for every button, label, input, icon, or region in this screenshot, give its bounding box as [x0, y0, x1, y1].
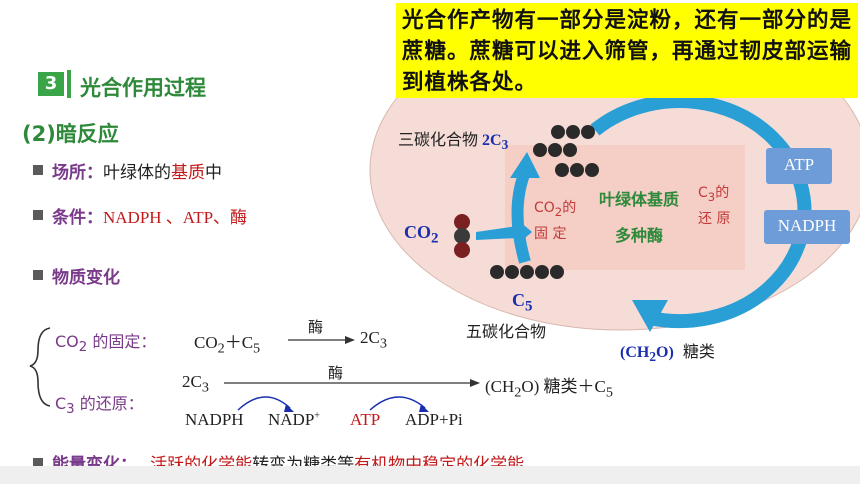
cycle-arrow-head-bottom — [632, 300, 668, 332]
bullet-place — [33, 165, 43, 175]
c5-name: 五碳化合物 — [466, 322, 547, 341]
section-title: 光合作用过程 — [80, 76, 206, 100]
bottom-strip — [0, 466, 860, 484]
subtitle: (2)暗反应 — [22, 122, 119, 146]
atp-box: ATP — [766, 148, 832, 184]
equations-bracket — [29, 327, 51, 407]
nadph-box: NADPH — [764, 210, 850, 244]
fixation-equation-right: 2C3 — [360, 328, 387, 352]
material-label: 物质变化 — [52, 268, 120, 288]
stroma-label: 叶绿体基质 多种酶 — [598, 190, 679, 245]
bullet-conditions — [33, 210, 43, 220]
reduction-nadph: NADPH — [185, 410, 244, 429]
place-text-c: 中 — [205, 163, 222, 183]
fixation-arrow — [511, 169, 531, 264]
note-box: 光合作产物有一部分是淀粉，还有一部分的是蔗糖。蔗糖可以进入筛管，再通过韧皮部运输… — [396, 3, 858, 98]
fixation-label: CO2 的固定： — [55, 332, 157, 356]
reduction-equation-left: 2C3 — [182, 372, 209, 396]
sugar-label: (CH2O) 糖类 — [620, 342, 715, 365]
reduction-label: C3 的还原： — [55, 394, 144, 418]
co2-label: CO2 — [404, 222, 439, 247]
c5-molecules — [490, 265, 564, 279]
reduction-equation-right: (CH2O) 糖类＋C5 — [485, 377, 613, 401]
reduction-diagram-label: C3的 还 原 — [698, 185, 731, 227]
co2-arrow — [476, 220, 532, 244]
reduction-nadp: NADP+ — [268, 410, 320, 429]
section-bar — [67, 70, 71, 98]
place-row: 场所：叶绿体的基质中 — [52, 158, 222, 183]
conditions-value: NADPH 、ATP、酶 — [103, 208, 248, 227]
c3-molecules — [533, 125, 599, 177]
conditions-row: 条件：NADPH 、ATP、酶 — [52, 203, 247, 228]
reduction-adp: ADP+Pi — [405, 410, 463, 429]
stroma-box — [505, 145, 745, 270]
c5-label: C5 — [512, 290, 533, 315]
section-number: 3 — [38, 72, 64, 96]
fixation-diagram-label: CO2的 固 定 — [534, 200, 577, 242]
fixation-enzyme: 酶 — [308, 318, 324, 336]
place-text-a: 叶绿体的 — [103, 163, 171, 183]
conditions-label: 条件： — [52, 208, 103, 228]
reduction-enzyme: 酶 — [328, 364, 344, 382]
reduction-atp: ATP — [350, 410, 381, 429]
co2-molecule — [454, 214, 470, 258]
bullet-material — [33, 270, 43, 280]
place-label: 场所： — [52, 163, 103, 183]
bullet-energy — [33, 458, 43, 468]
place-text-b: 基质 — [171, 163, 205, 183]
fixation-equation-left: CO2＋C5 — [194, 333, 261, 357]
fixation-arrow-head — [510, 152, 540, 178]
